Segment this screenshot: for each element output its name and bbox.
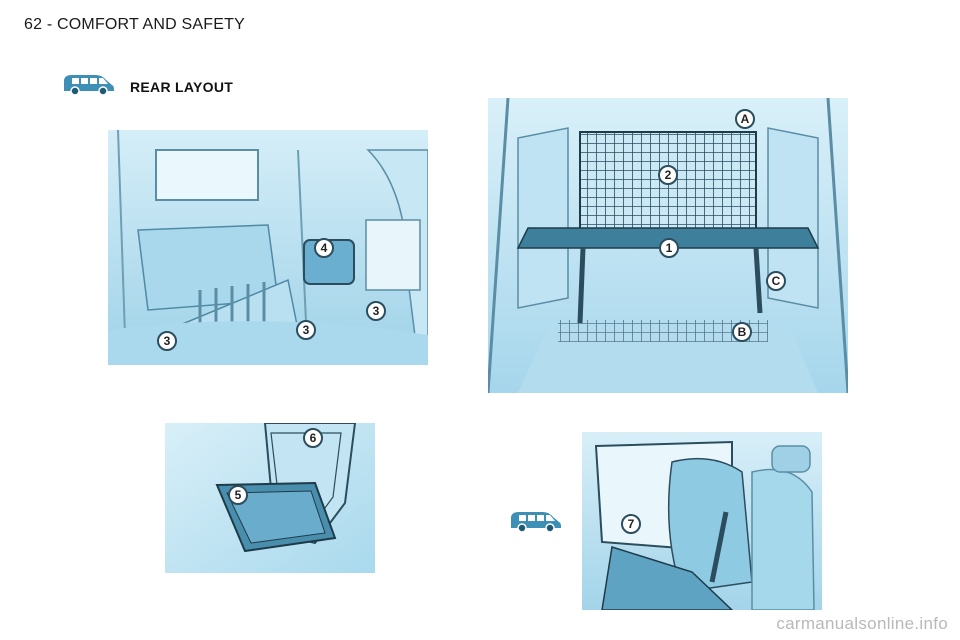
watermark: carmanualsonline.info: [776, 614, 948, 633]
seat-detail-illustration: 7: [582, 432, 822, 610]
floor-compartment-illustration: 6 5: [165, 423, 375, 573]
callout-5: 5: [228, 485, 248, 505]
callout-6: 6: [303, 428, 323, 448]
callout-C: C: [766, 271, 786, 291]
callout-B: B: [732, 322, 752, 342]
van-icon-small: [506, 507, 564, 535]
rear-opening-illustration: A 2 1 C B: [488, 98, 848, 393]
section-heading: REAR LAYOUT: [60, 70, 233, 103]
callout-7: 7: [621, 514, 641, 534]
side-interior-illustration: 4 3 3 3: [108, 130, 428, 365]
callout-3: 3: [366, 301, 386, 321]
callout-2: 2: [658, 165, 678, 185]
svg-text:1: 1: [666, 241, 673, 255]
callout-3: 3: [157, 331, 177, 351]
svg-text:3: 3: [164, 334, 171, 348]
svg-text:7: 7: [628, 517, 635, 531]
svg-text:5: 5: [235, 488, 242, 502]
callout-1: 1: [659, 238, 679, 258]
van-icon: [60, 70, 116, 103]
page-header: 62 - COMFORT AND SAFETY: [24, 16, 245, 33]
svg-text:A: A: [741, 112, 750, 126]
callout-3: 3: [296, 320, 316, 340]
callout-A: A: [735, 109, 755, 129]
svg-text:C: C: [772, 274, 781, 288]
svg-text:3: 3: [303, 323, 310, 337]
section-title: REAR LAYOUT: [130, 78, 234, 95]
svg-text:2: 2: [665, 168, 672, 182]
svg-text:6: 6: [310, 431, 317, 445]
svg-text:B: B: [738, 325, 747, 339]
svg-text:4: 4: [321, 241, 328, 255]
callout-4: 4: [314, 238, 334, 258]
svg-text:3: 3: [373, 304, 380, 318]
